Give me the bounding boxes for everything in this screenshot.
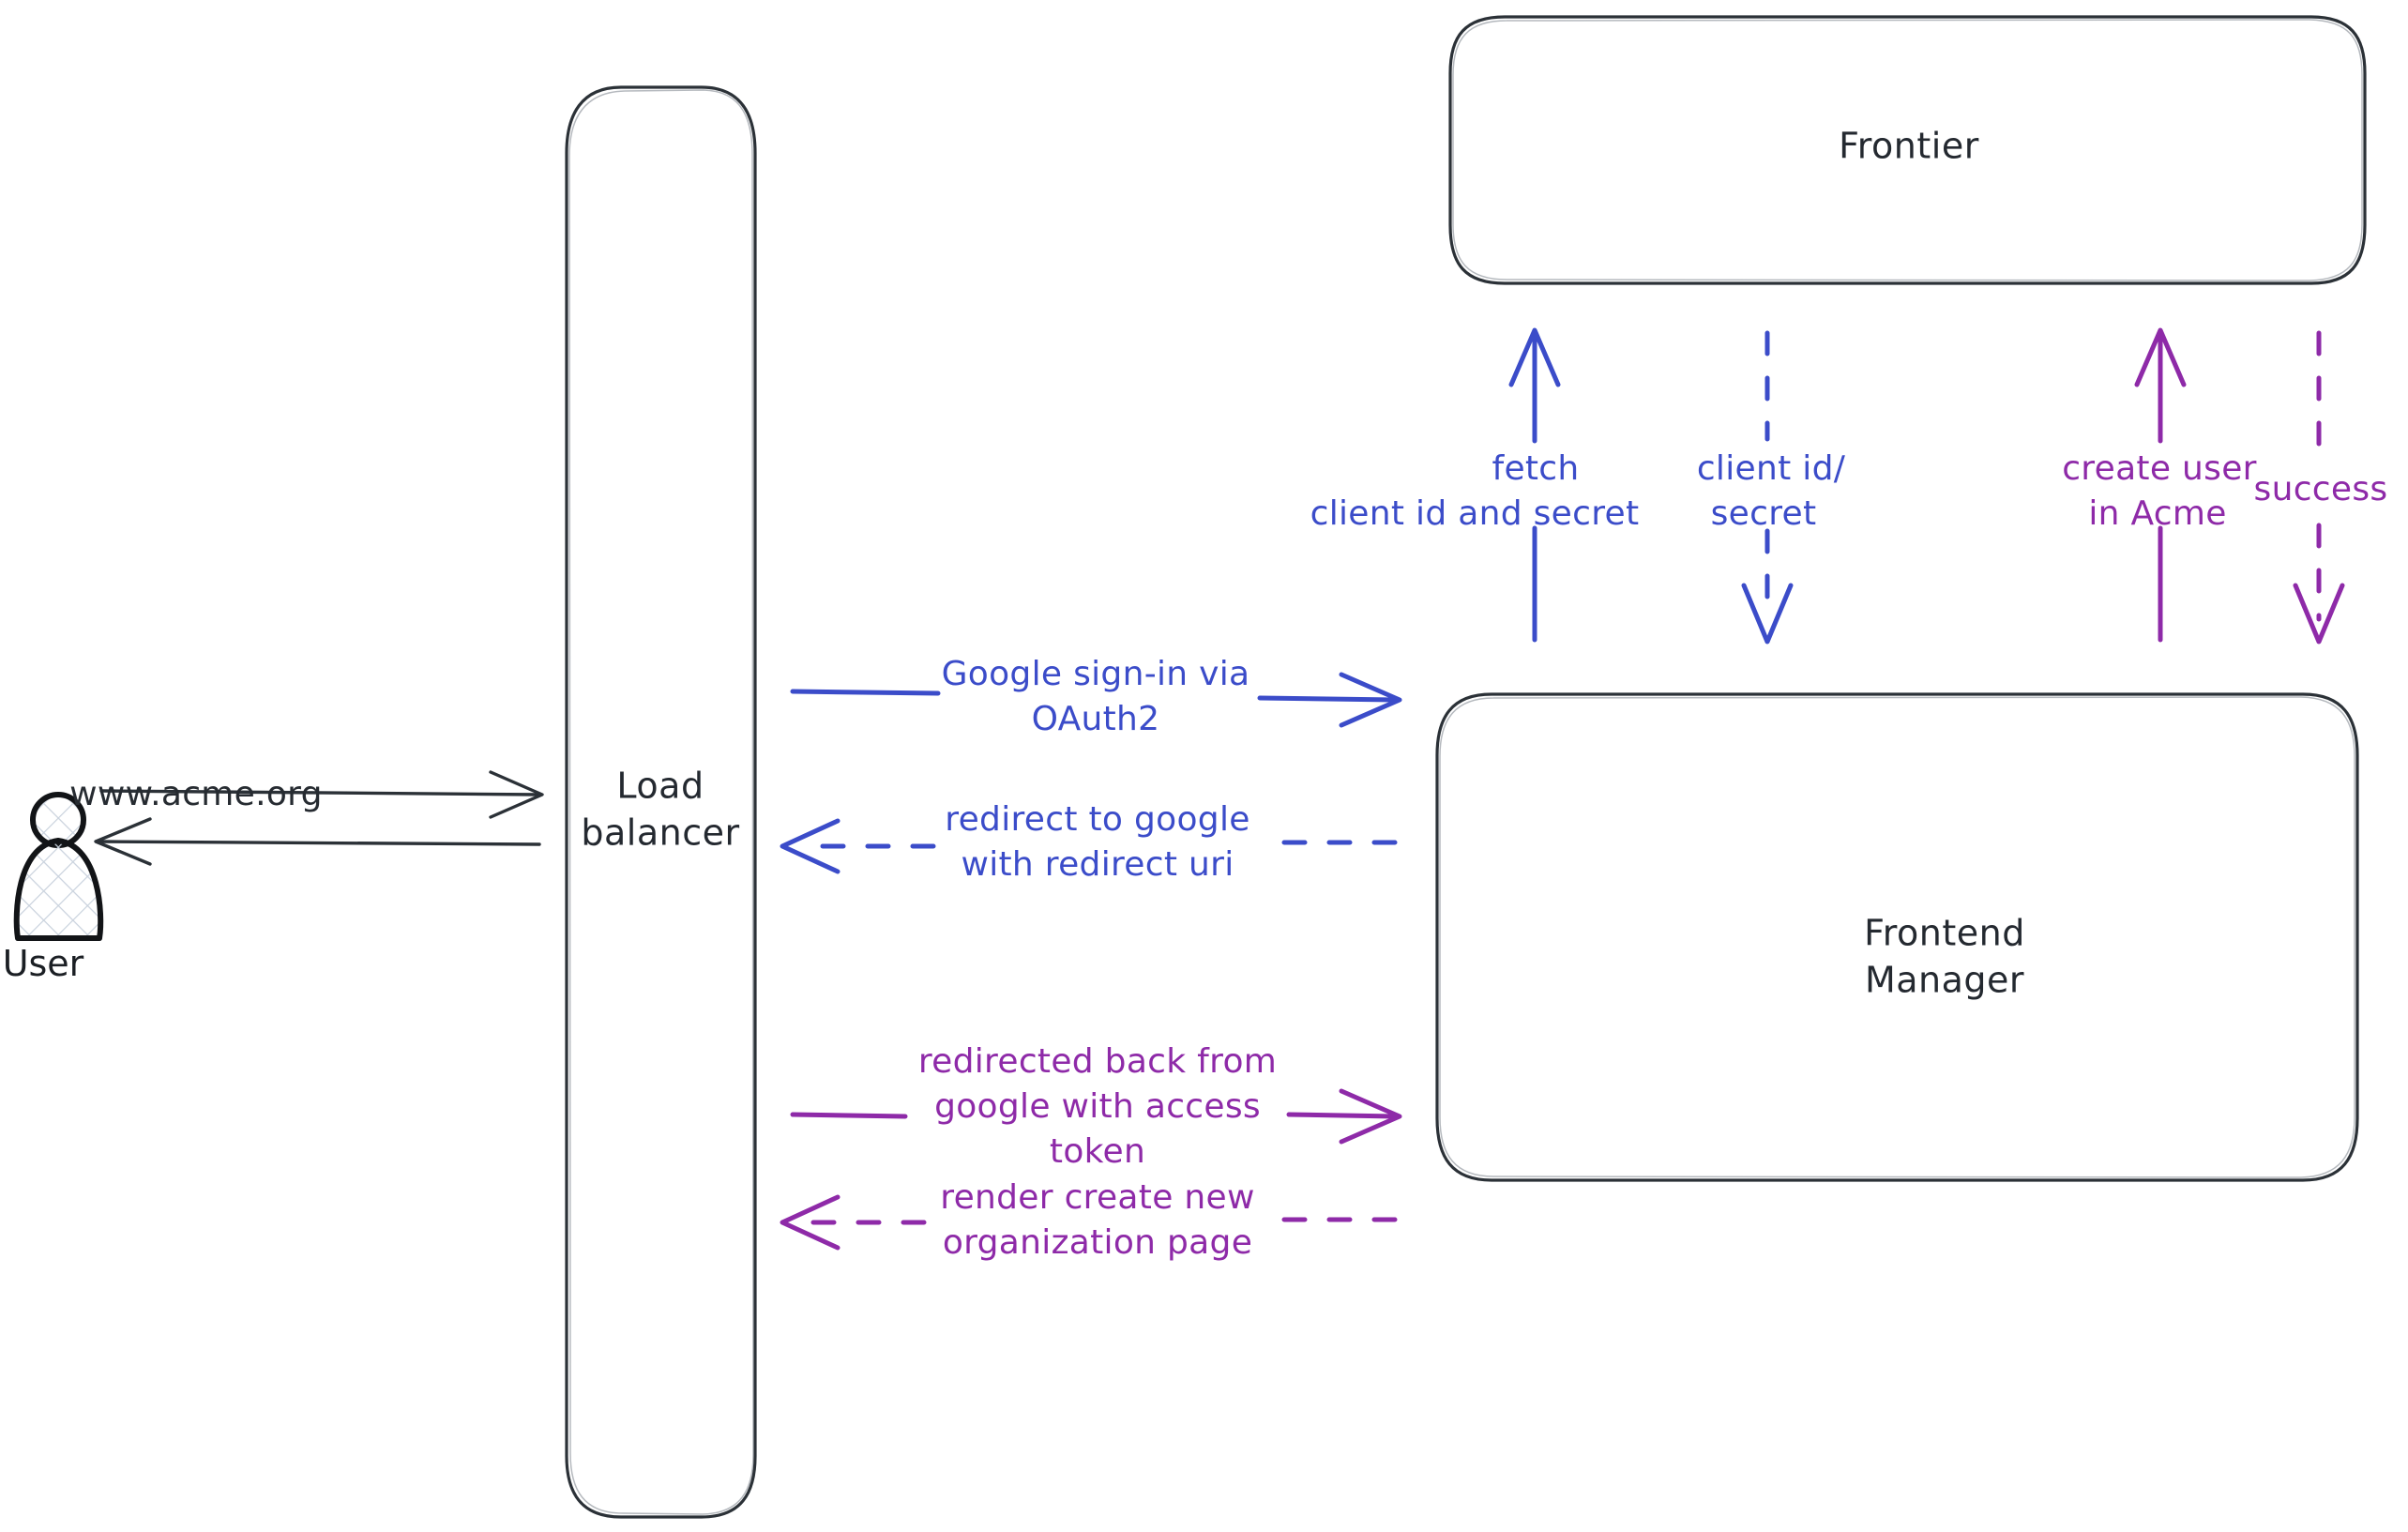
edge-lb-to-fm-signin: Google sign-in via OAuth2 — [790, 655, 1402, 738]
edge-fm-to-lb-redirect: redirect to google with redirect uri — [780, 800, 1398, 884]
fm-to-frontier-create-user-label-line1: create user — [2062, 449, 2257, 488]
fm-to-lb-render-label-line2: organization page — [943, 1223, 1252, 1262]
fm-to-lb-redirect-arrowhead — [780, 818, 841, 874]
fm-to-lb-redirect-label-line1: redirect to google — [945, 800, 1249, 839]
frontend-manager-shape — [1435, 692, 2359, 1182]
lb-to-fm-token-arrowhead — [1339, 1088, 1402, 1145]
lb-to-fm-token-label-line2: google with access — [934, 1087, 1261, 1126]
user-actor-label: User — [3, 943, 84, 984]
load-balancer-sketch-outline — [568, 89, 754, 1515]
edge-frontier-to-fm-success: success — [2254, 330, 2388, 645]
lb-to-fm-token-line-right — [1286, 1112, 1398, 1119]
node-frontend-manager[interactable]: Frontend Manager — [1435, 692, 2359, 1182]
frontier-to-fm-credentials-label-line1: client id/ — [1697, 449, 1846, 488]
load-balancer-label-line2: balancer — [581, 812, 739, 854]
edge-fm-to-frontier-fetch: fetch client id and secret — [1310, 327, 1640, 643]
fm-to-frontier-fetch-label-line1: fetch — [1492, 449, 1579, 488]
frontier-to-fm-success-label: success — [2254, 470, 2388, 508]
fm-to-lb-render-label-line1: render create new — [940, 1178, 1254, 1217]
lb-to-fm-token-line-left — [790, 1112, 908, 1119]
frontier-shape — [1448, 15, 2367, 285]
lb-to-fm-signin-label-line2: OAuth2 — [1032, 700, 1160, 738]
lb-to-fm-signin-arrowhead — [1339, 672, 1402, 728]
frontier-to-fm-credentials-arrowhead — [1741, 583, 1794, 645]
fm-to-frontier-fetch-label-line2: client id and secret — [1310, 494, 1640, 533]
frontier-label: Frontier — [1839, 126, 1979, 167]
lb-to-user-arrowhead — [94, 817, 152, 866]
edge-frontier-to-fm-credentials: client id/ secret — [1697, 330, 1846, 645]
edge-fm-to-lb-render: render create new organization page — [780, 1178, 1398, 1262]
edge-user-to-load-balancer: www.acme.org — [69, 770, 544, 819]
edge-fm-to-frontier-create-user: create user in Acme — [2062, 327, 2257, 643]
user-body-icon — [13, 838, 104, 941]
frontier-to-fm-success-arrowhead — [2293, 583, 2345, 645]
fm-to-lb-render-arrowhead — [780, 1194, 841, 1251]
load-balancer-label-line1: Load — [616, 766, 704, 807]
fm-to-lb-redirect-label-line2: with redirect uri — [961, 845, 1234, 884]
lb-to-user-line — [97, 840, 541, 846]
user-actor: User — [3, 792, 104, 984]
node-frontier[interactable]: Frontier — [1448, 15, 2367, 285]
lb-to-fm-signin-label-line1: Google sign-in via — [942, 655, 1250, 693]
lb-to-fm-token-label-line1: redirected back from — [918, 1042, 1277, 1081]
frontend-manager-label-line1: Frontend — [1864, 913, 2025, 954]
edge-lb-to-fm-token: redirected back from google with access … — [790, 1042, 1402, 1171]
user-to-lb-label: www.acme.org — [69, 775, 323, 813]
frontend-manager-label-line2: Manager — [1865, 960, 2024, 1001]
user-to-lb-line — [99, 789, 541, 796]
fm-to-frontier-create-user-label-line2: in Acme — [2088, 494, 2226, 533]
lb-to-fm-signin-line-right — [1257, 695, 1398, 703]
frontier-sketch-outline — [1452, 19, 2363, 281]
fm-to-frontier-fetch-arrowhead — [1508, 327, 1561, 387]
edge-load-balancer-to-user — [94, 817, 541, 866]
load-balancer-shape — [565, 85, 757, 1519]
frontier-to-fm-credentials-label-line2: secret — [1711, 494, 1817, 533]
user-to-lb-arrowhead — [489, 770, 544, 819]
lb-to-fm-signin-line-left — [790, 689, 941, 696]
lb-to-fm-token-label-line3: token — [1050, 1132, 1145, 1171]
node-load-balancer[interactable]: Load balancer — [565, 85, 757, 1519]
frontend-manager-sketch-outline — [1439, 696, 2355, 1178]
fm-to-frontier-create-user-arrowhead — [2134, 327, 2187, 387]
